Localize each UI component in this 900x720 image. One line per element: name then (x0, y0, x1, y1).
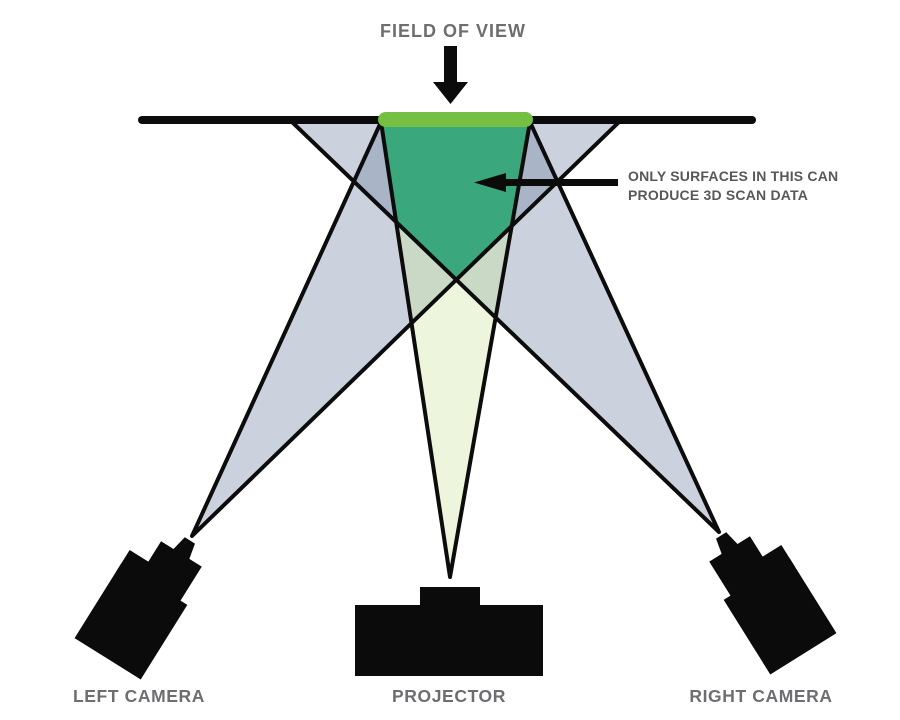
scan-zone (381, 120, 530, 280)
right-camera-label: RIGHT CAMERA (689, 686, 832, 706)
annotation-line-2: PRODUCE 3D SCAN DATA (628, 187, 808, 203)
left-camera-icon (74, 516, 218, 680)
annotation-line-1: ONLY SURFACES IN THIS CAN (628, 168, 838, 184)
left-arrow-icon (474, 173, 618, 192)
projector-icon (355, 587, 543, 676)
field-of-view-bar (378, 112, 533, 127)
projector-label: PROJECTOR (392, 686, 506, 706)
down-arrow-icon (433, 46, 468, 104)
right-camera-icon (693, 511, 837, 675)
field-of-view-label: FIELD OF VIEW (380, 21, 526, 41)
left-camera-label: LEFT CAMERA (73, 686, 205, 706)
devices (74, 511, 837, 680)
